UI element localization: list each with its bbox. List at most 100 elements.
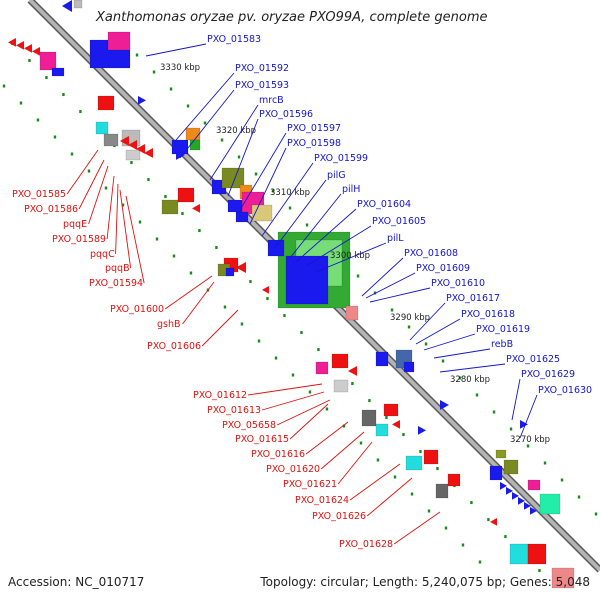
forward-label-leader (415, 318, 461, 345)
forward-label-leader (511, 378, 521, 421)
gene-arrow (506, 487, 513, 495)
gene-arrow (138, 96, 146, 105)
gene-arrow (440, 400, 449, 410)
scale-dot (470, 501, 473, 505)
gene-arrow (16, 41, 24, 50)
scale-dot (478, 560, 482, 564)
reverse-gene-label: PXO_01621 (283, 479, 337, 490)
scale-dot (70, 152, 74, 156)
forward-gene-label: PXO_01617 (446, 293, 500, 304)
gene-feature (489, 465, 503, 481)
reverse-label-leader (261, 391, 325, 411)
gene-feature (403, 361, 415, 373)
scale-dot (62, 93, 65, 97)
scale-dot (393, 475, 397, 479)
reverse-label-leader (201, 309, 239, 347)
reverse-label-leader (337, 441, 373, 485)
reverse-label-leader (305, 421, 349, 455)
reverse-gene-label: PXO_01615 (235, 434, 289, 445)
forward-label-leader (439, 363, 506, 373)
scale-dot (291, 373, 295, 377)
gene-arrow (418, 426, 426, 435)
gene-feature (495, 449, 507, 459)
gene-feature (73, 0, 83, 9)
scale-tick-label: 3330 kbp (160, 63, 200, 73)
scale-dot (368, 399, 371, 403)
gene-feature (97, 95, 115, 111)
gene-arrow (128, 140, 137, 150)
scale-dot (342, 424, 346, 428)
scale-dot (45, 76, 48, 80)
forward-gene-label: PXO_01619 (476, 324, 530, 335)
gene-feature (267, 239, 285, 257)
gene-feature (405, 455, 423, 471)
scale-dot (257, 339, 261, 343)
forward-gene-label: PXO_01596 (259, 109, 313, 120)
forward-gene-label: PXO_01583 (207, 34, 261, 45)
gene-arrow (262, 286, 269, 294)
gene-arrow (530, 507, 537, 515)
scale-dot (594, 512, 598, 516)
forward-gene-label: pilG (327, 170, 346, 181)
scale-dot (240, 322, 244, 326)
forward-gene-label: PXO_01599 (314, 153, 368, 164)
scale-dot (475, 393, 479, 397)
gene-arrow (500, 482, 507, 490)
scale-dot (189, 271, 193, 275)
reverse-label-leader (248, 383, 323, 396)
reverse-gene-label: PXO_01612 (193, 390, 247, 401)
reverse-label-leader (115, 183, 119, 255)
accession-label: Accession: NC_010717 (8, 575, 145, 589)
scale-dot (138, 220, 142, 224)
scale-dot (419, 450, 422, 454)
scale-dot (487, 518, 490, 522)
scale-dot (402, 433, 405, 437)
reverse-gene-label: PXO_01628 (339, 539, 393, 550)
reverse-gene-label: PXO_01613 (207, 405, 261, 416)
reverse-gene-label: PXO_01594 (89, 278, 143, 289)
scale-dot (283, 314, 286, 318)
scale-tick-label: 3290 kbp (390, 313, 430, 323)
gene-feature (225, 267, 235, 277)
gene-feature (39, 51, 57, 71)
forward-gene-label: PXO_01609 (416, 263, 470, 274)
reverse-label-leader (349, 463, 401, 501)
scale-dot (274, 356, 278, 360)
forward-label-leader (315, 242, 387, 273)
forward-label-leader (145, 43, 207, 57)
gene-feature (331, 353, 349, 369)
gene-arrow (120, 136, 129, 146)
gene-feature (285, 255, 329, 305)
scale-dot (254, 172, 258, 176)
reverse-label-leader (66, 149, 99, 195)
scale-dot (36, 118, 40, 122)
gene-feature (189, 139, 201, 151)
scale-dot (172, 254, 176, 258)
scale-dot (560, 478, 564, 482)
scale-dot (538, 569, 541, 573)
scale-dot (390, 308, 394, 312)
scale-dot (215, 246, 218, 250)
reverse-gene-label: PXO_01606 (147, 341, 201, 352)
scale-tick-label: 3300 kbp (330, 251, 370, 261)
scale-dot (461, 543, 465, 547)
scale-dot (130, 161, 133, 165)
reverse-gene-label: PXO_01626 (312, 511, 366, 522)
gene-arrow (518, 497, 525, 505)
gene-feature (125, 149, 141, 161)
forward-gene-label: PXO_01630 (538, 385, 592, 396)
gene-arrow (144, 148, 153, 158)
reverse-gene-labels: PXO_01585PXO_01586pqqEPXO_01589pqqCpqqBP… (12, 149, 441, 550)
gene-arrow (236, 262, 246, 273)
forward-label-leader (175, 72, 235, 141)
gene-feature (171, 139, 189, 155)
reverse-label-leader (393, 511, 441, 545)
forward-label-leader (519, 394, 538, 439)
scale-dot (220, 138, 224, 142)
gene-arrow (62, 0, 72, 12)
scale-dot (356, 274, 360, 278)
reverse-gene-label: PXO_01586 (24, 204, 78, 215)
scale-dot (407, 325, 411, 329)
forward-label-leader (227, 118, 259, 197)
